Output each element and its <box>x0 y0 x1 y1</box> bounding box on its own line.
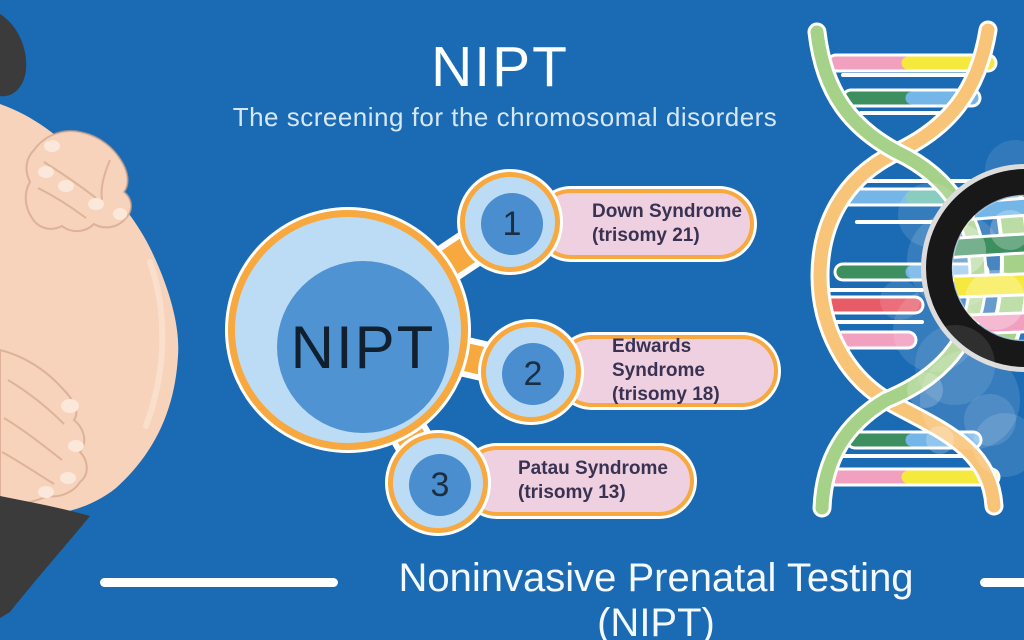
clothing-top-shape <box>0 14 27 97</box>
clothing-bottom-shape <box>0 496 90 618</box>
number-label: 1 <box>502 204 522 243</box>
footer-rule-right <box>980 578 1024 587</box>
footer-rule-left <box>100 578 338 587</box>
number-label: 3 <box>430 465 450 504</box>
dna-strand-orange <box>813 23 1001 513</box>
nipt-center-circle: NIPT <box>228 210 468 450</box>
number-circle-1: 1 <box>460 172 560 272</box>
hand-bottom <box>0 348 88 506</box>
disorder-name: Down Syndrome <box>592 201 742 222</box>
dna-rungs-colored <box>814 53 1001 487</box>
hand-top <box>24 130 132 232</box>
disorder-pill-patau-syndrome: Patau Syndrome (trisomy 13) <box>462 446 694 516</box>
disorder-name: Patau Syndrome <box>518 458 668 479</box>
disorder-pill-down-syndrome: Down Syndrome (trisomy 21) <box>536 189 754 259</box>
nipt-center-label: NIPT <box>290 313 436 381</box>
bokeh-glow-front <box>915 325 1016 446</box>
disorder-trisomy: (trisomy 21) <box>592 225 700 246</box>
pregnant-belly-illustration <box>0 14 179 618</box>
disorder-trisomy: (trisomy 18) <box>612 384 720 405</box>
page-title: NIPT <box>431 35 569 99</box>
disorder-name: Edwards Syndrome <box>612 336 705 381</box>
dna-helix-illustration <box>807 20 1024 518</box>
nipt-center-circle-inner: NIPT <box>277 261 449 433</box>
magnifier-icon <box>921 164 1024 372</box>
footer-caption: Noninvasive Prenatal Testing (NIPT) <box>398 556 914 640</box>
page-subtitle: The screening for the chromosomal disord… <box>232 102 778 132</box>
disorder-pill-edwards-syndrome: Edwards Syndrome (trisomy 18) <box>556 335 778 407</box>
number-circle-3: 3 <box>388 433 488 533</box>
number-label: 2 <box>523 354 543 393</box>
disorder-trisomy: (trisomy 13) <box>518 482 626 503</box>
number-circle-2: 2 <box>481 322 581 422</box>
belly-highlight <box>143 259 166 429</box>
